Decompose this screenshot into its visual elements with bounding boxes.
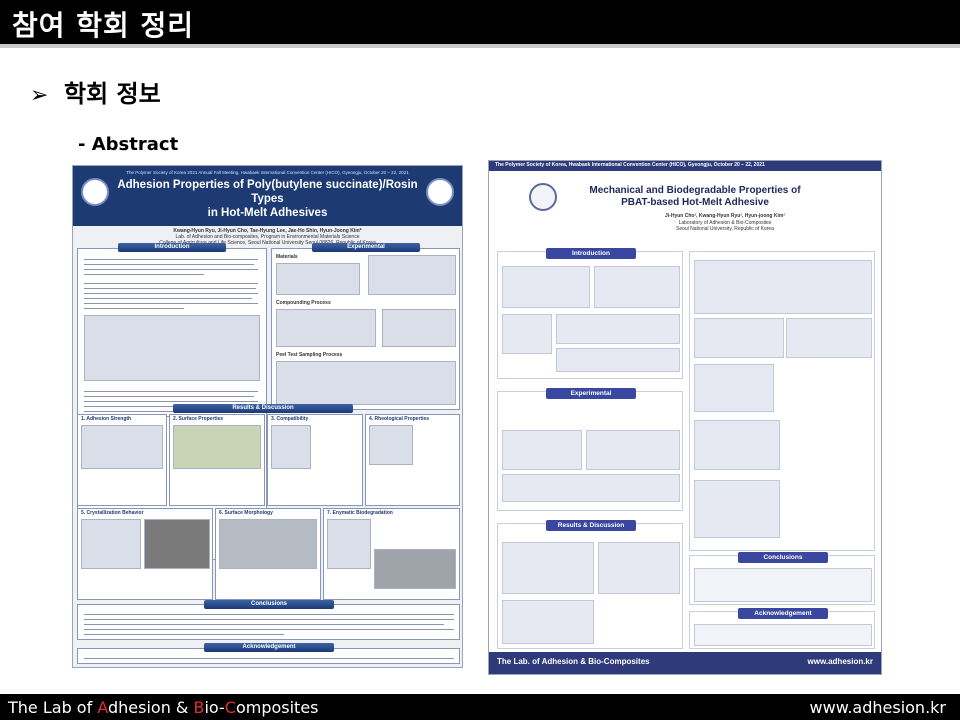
- lab-logo-icon: [426, 178, 454, 206]
- poster-right-results-header: Results & Discussion: [546, 520, 636, 531]
- poster-left-lab: Lab. of Adhesion and Bio-composites, Pro…: [175, 234, 360, 241]
- result-rheological: 4. Rheological Properties: [365, 414, 460, 506]
- slide-footer: The Lab of Adhesion & Bio-Composites www…: [0, 694, 960, 720]
- poster-right-header-band: The Polymer Society of Korea, Hwabaek In…: [489, 161, 881, 171]
- poster-left-results-header: Results & Discussion: [173, 404, 353, 413]
- poster-right-footer: The Lab. of Adhesion & Bio-Composites ww…: [489, 652, 881, 674]
- poster-right-affiliation: Seoul National University, Republic of K…: [675, 226, 774, 232]
- section-heading-text: 학회 정보: [64, 80, 161, 108]
- poster-left-intro-figure: [84, 315, 260, 381]
- compounding-conditions: [382, 309, 456, 347]
- poster-left-affiliation: College of Agriculture and Life Science,…: [159, 240, 376, 247]
- poster-right-lab: Laboratory of Adhesion & Bio-Composites: [678, 219, 772, 226]
- poster-right-title: Mechanical and Biodegradable Properties …: [549, 185, 841, 209]
- poster-right-results-box: Results & Discussion: [497, 520, 683, 649]
- poster-left-experimental-header: Experimental: [312, 243, 420, 252]
- slide-title: 참여 학회 정리: [12, 9, 195, 42]
- poster-left-conference: The Polymer Society of Korea 2021 Annual…: [126, 170, 409, 175]
- poster-right-conclusions-header: Conclusions: [738, 552, 828, 563]
- poster-right-experimental-box: Experimental: [497, 388, 683, 511]
- materials-structure-figure: [276, 263, 360, 295]
- result-biodegradation: 7. Enymatic Biodegradation: [323, 508, 460, 600]
- poster-left-title: Adhesion Properties of Poly(butylene suc…: [113, 178, 422, 220]
- slide-title-bar: 참여 학회 정리: [0, 0, 960, 48]
- poster-right-authors: Ji-Hyun Cho¹, Kwang-Hyun Ryu², Hyun-joon…: [665, 213, 785, 219]
- snu-logo-icon: [529, 183, 557, 211]
- poster-right-experimental-header: Experimental: [546, 388, 636, 399]
- poster-left-conclusions-box: Conclusions: [77, 600, 460, 640]
- poster-right-ack-box: Acknowledgement: [689, 608, 875, 649]
- arrow-bullet-icon: ➢: [30, 83, 49, 108]
- title-underline: [0, 44, 960, 48]
- peel-test-figure: [276, 361, 456, 405]
- section-heading: ➢ 학회 정보: [30, 74, 161, 109]
- exp-peel-label: Peel Test Sampling Process: [276, 352, 343, 358]
- materials-table: [368, 255, 456, 295]
- poster-left-experimental-box: Experimental Materials Compounding Proce…: [271, 243, 460, 410]
- poster-left-header-band: The Polymer Society of Korea 2021 Annual…: [73, 166, 462, 226]
- poster-left-title-line1: Adhesion Properties of Poly(butylene suc…: [117, 179, 418, 205]
- result-surface-properties: 2. Surface Properties: [169, 414, 265, 506]
- exp-compounding-label: Compounding Process: [276, 300, 331, 306]
- poster-right-footer-url: www.adhesion.kr: [807, 657, 874, 666]
- poster-right-conclusions-box: Conclusions: [689, 552, 875, 605]
- poster-left-ack-header: Acknowledgement: [204, 643, 334, 652]
- poster-left-ack-box: Acknowledgement: [77, 643, 460, 664]
- footer-url: www.adhesion.kr: [809, 698, 946, 717]
- poster-right-intro-box: Introduction: [497, 248, 683, 379]
- result-compatibility: 3. Compatibility: [267, 414, 363, 506]
- abstract-subheading: - Abstract: [78, 134, 179, 155]
- result-surface-morphology: 6. Surface Morphology: [215, 508, 321, 600]
- poster-right-conference: The Polymer Society of Korea, Hwabaek In…: [495, 162, 765, 168]
- footer-lab-name: The Lab of Adhesion & Bio-Composites: [8, 698, 319, 717]
- result-adhesion-strength: 1. Adhesion Strength: [77, 414, 167, 506]
- poster-left-authors: Kwang-Hyun Ryu, Ji-Hyun Cho, Tae-Hyung L…: [173, 228, 362, 234]
- poster-left-conclusions-header: Conclusions: [204, 600, 334, 609]
- poster-right-authors-block: Ji-Hyun Cho¹, Kwang-Hyun Ryu², Hyun-joon…: [609, 213, 841, 233]
- poster-left-authors-block: Kwang-Hyun Ryu, Ji-Hyun Cho, Tae-Hyung L…: [73, 228, 462, 247]
- poster-right-results-col: [689, 251, 875, 551]
- university-logo-icon: [81, 178, 109, 206]
- poster-right-ack-header: Acknowledgement: [738, 608, 828, 619]
- poster-right: The Polymer Society of Korea, Hwabaek In…: [488, 160, 882, 675]
- poster-right-intro-header: Introduction: [546, 248, 636, 259]
- poster-right-footer-lab: The Lab. of Adhesion & Bio-Composites: [497, 657, 650, 666]
- poster-right-title-line2: PBAT-based Hot-Melt Adhesive: [621, 197, 769, 208]
- poster-left-title-line2: in Hot-Melt Adhesives: [207, 207, 328, 219]
- result-crystallization: 5. Crystallization Behavior: [77, 508, 213, 600]
- poster-right-title-line1: Mechanical and Biodegradable Properties …: [589, 185, 801, 196]
- exp-materials-label: Materials: [276, 254, 298, 260]
- poster-left-intro-header: Introduction: [118, 243, 226, 252]
- compounding-figure: [276, 309, 376, 347]
- poster-left: The Polymer Society of Korea 2021 Annual…: [72, 165, 463, 668]
